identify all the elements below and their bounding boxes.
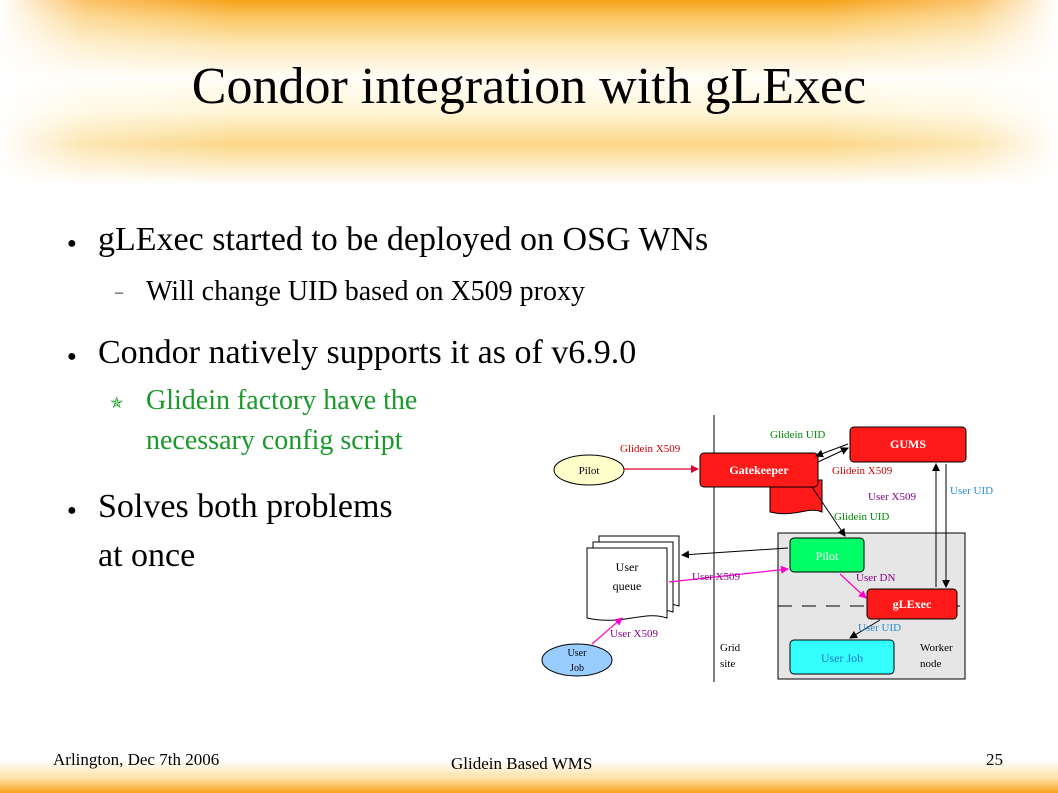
dash-icon: – — [115, 284, 123, 301]
svg-text:site: site — [720, 658, 735, 670]
user-queue-page-front — [586, 547, 668, 621]
slide-title: Condor integration with gLExec — [191, 58, 867, 115]
label-user-x509-queue: User X509 — [692, 571, 740, 583]
label-user-x509-gums: User X509 — [868, 491, 916, 503]
user-job-label: User Job — [821, 651, 863, 665]
label-glidein-uid-mid: Glidein UID — [834, 511, 889, 523]
label-user-uid-right: User UID — [950, 485, 993, 497]
svg-text:Job: Job — [570, 663, 584, 674]
footer-background — [0, 760, 1058, 793]
title-background — [0, 0, 1058, 185]
label-glidein-x509-left: Glidein X509 — [620, 443, 681, 455]
bullet-dot-icon: ● — [67, 348, 77, 365]
bullet-3-line-1: Solves both problems — [98, 488, 393, 525]
arrow-glexec-to-userjob — [849, 619, 881, 639]
label-worker-node: Worker — [920, 642, 953, 654]
footer-title: Glidein Based WMS — [451, 754, 593, 773]
arrow-queue-to-pilot — [668, 565, 789, 583]
pilot-node — [789, 537, 865, 573]
label-glidein-uid-top: Glidein UID — [770, 429, 825, 441]
label-grid-site: Grid — [720, 642, 741, 654]
sub-bullet-2-line-1: Glidein factory have the — [146, 385, 418, 416]
label-user-dn: User DN — [856, 572, 895, 584]
svg-text:User: User — [568, 648, 588, 659]
user-job-node — [789, 639, 895, 675]
user-queue-label: User — [616, 560, 639, 574]
label-glidein-x509-right: Glidein X509 — [832, 465, 893, 477]
star-icon: ✯ — [110, 395, 124, 412]
arrow-gatekeeper-to-gums — [817, 447, 849, 463]
bullet-dot-icon: ● — [67, 235, 77, 252]
bullet-3-line-2: at once — [98, 537, 196, 574]
gums-label: GUMS — [890, 437, 926, 451]
gatekeeper-node — [699, 452, 819, 488]
bullet-1: gLExec started to be deployed on OSG WNs — [98, 221, 709, 258]
glexec-label: gLExec — [893, 597, 932, 611]
gatekeeper-document-shape — [769, 479, 823, 515]
arrow-pilot-to-queue — [681, 547, 789, 559]
gatekeeper-label: Gatekeeper — [729, 463, 789, 477]
user-job-ellipse — [541, 643, 613, 677]
bullet-dot-icon: ● — [67, 502, 77, 519]
footer-location-date: Arlington, Dec 7th 2006 — [53, 750, 220, 769]
pilot-ellipse-label: Pilot — [579, 465, 600, 477]
architecture-diagram: User queue Pilot Gatekeeper GUMS Pilot g… — [541, 415, 993, 682]
arrow-pilot-to-glexec — [839, 573, 867, 599]
pilot-node-label: Pilot — [816, 549, 839, 563]
gums-node — [849, 426, 967, 463]
svg-text:queue: queue — [613, 579, 642, 593]
bullet-2: Condor natively supports it as of v6.9.0 — [98, 334, 637, 371]
page-number: 25 — [986, 750, 1003, 769]
label-user-uid-bottom: User UID — [858, 622, 901, 634]
sub-bullet-2-line-2: necessary config script — [146, 425, 403, 456]
sub-bullet-1: Will change UID based on X509 proxy — [146, 276, 585, 307]
arrow-userjob-to-queue — [591, 617, 623, 645]
svg-text:node: node — [920, 658, 942, 670]
arrow-gums-to-gatekeeper — [815, 443, 849, 458]
pilot-ellipse — [553, 454, 625, 486]
arrow-gatekeeper-to-pilot — [811, 486, 846, 537]
label-user-x509-job: User X509 — [610, 628, 658, 640]
glexec-node — [866, 588, 958, 620]
